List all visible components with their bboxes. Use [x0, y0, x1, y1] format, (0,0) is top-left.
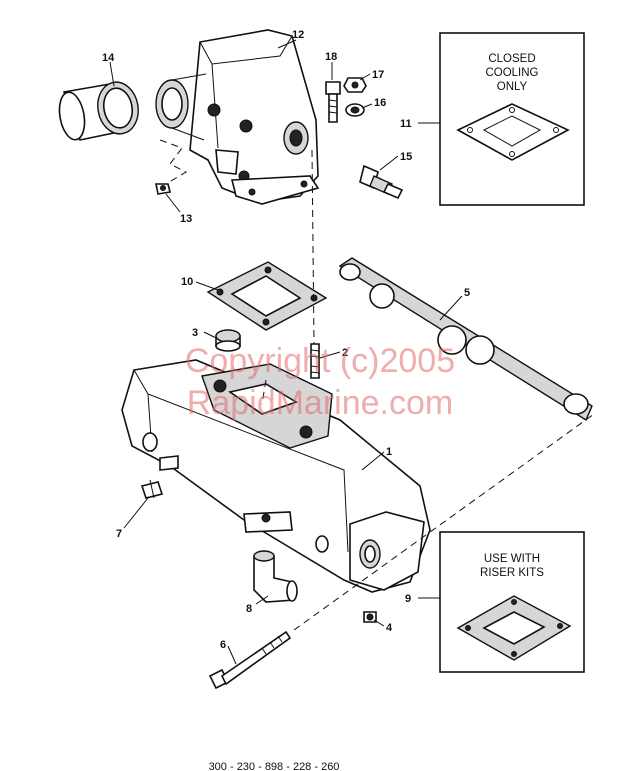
callout-9: 9 [405, 593, 411, 605]
callout-4: 4 [386, 622, 393, 634]
part-7-clip [140, 479, 164, 499]
watermark-line2: RapidMarine.com [187, 384, 453, 422]
part-5-manifold-gasket [338, 257, 593, 422]
footer-part-code: 300 - 230 - 898 - 228 - 260 [209, 761, 340, 771]
callout-17: 17 [372, 69, 384, 81]
part-6-bolt [208, 630, 292, 690]
callout-13: 13 [180, 213, 192, 225]
part-3-cup-plug [215, 329, 241, 352]
callout-10: 10 [181, 276, 193, 288]
riser-box-line2: RISER KITS [480, 567, 544, 579]
callout-labels: 14 12 18 17 16 15 13 10 3 2 5 1 7 8 4 6 … [102, 29, 470, 651]
closed-box-line2: COOLING [485, 67, 538, 79]
part-8-elbow-fitting [253, 550, 298, 603]
part-4-plug [363, 611, 377, 623]
part-12-exhaust-elbow [155, 29, 320, 205]
callout-12: 12 [292, 29, 304, 41]
callout-5: 5 [464, 287, 470, 299]
riser-box-line1: USE WITH [484, 553, 540, 565]
callout-8: 8 [246, 603, 252, 615]
callout-1: 1 [386, 446, 392, 458]
callout-16: 16 [374, 97, 386, 109]
part-14-exhaust-sleeve [58, 81, 139, 141]
part-2-stud [310, 343, 320, 379]
part-13-plug [155, 183, 171, 195]
inset-box-riser-kits: USE WITH RISER KITS [439, 531, 585, 673]
callout-18: 18 [325, 51, 337, 63]
closed-box-line1: CLOSED [488, 53, 535, 65]
part-10-gasket [206, 261, 328, 331]
callout-3: 3 [192, 327, 198, 339]
closed-box-line3: ONLY [497, 81, 528, 93]
assembly-lines [159, 139, 595, 631]
callout-11: 11 [400, 118, 412, 130]
callout-6: 6 [220, 639, 226, 651]
callout-7: 7 [116, 528, 122, 540]
part-17-nut [343, 77, 367, 93]
callout-15: 15 [400, 151, 412, 163]
part-11-gasket [456, 103, 570, 161]
callout-2: 2 [342, 347, 348, 359]
leader-lines [109, 39, 463, 665]
watermark: Copyright (c)2005 RapidMarine.com [185, 342, 455, 422]
callout-14: 14 [102, 52, 115, 64]
part-9-riser-gasket [456, 595, 572, 661]
inset-box-closed-cooling: CLOSED COOLING ONLY [439, 32, 585, 206]
part-15-fitting [359, 164, 404, 200]
part-1-exhaust-manifold [121, 359, 431, 593]
part-16-washer [345, 103, 365, 117]
watermark-line1: Copyright (c)2005 [185, 342, 455, 380]
part-18-bolt [325, 81, 341, 123]
